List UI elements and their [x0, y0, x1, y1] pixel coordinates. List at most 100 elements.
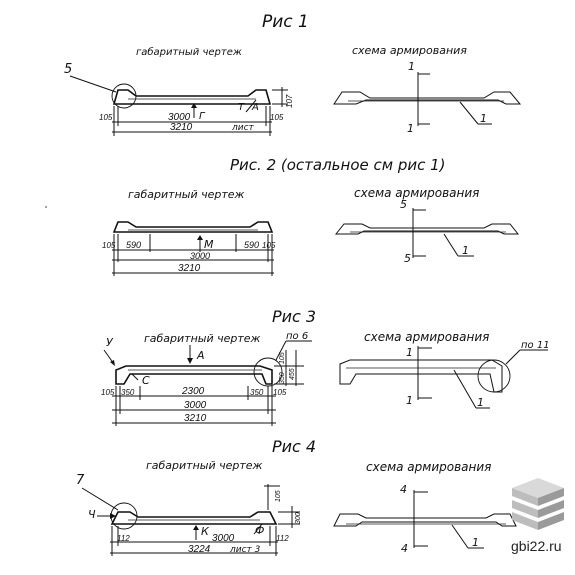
fig1-letter-t: Т — [238, 102, 245, 113]
fig1-rebar-label: 1 — [480, 112, 487, 125]
fig4-view-arrow-ch-head — [110, 513, 116, 519]
fig3-left-caption: габаритный чертеж — [144, 332, 261, 345]
logo-slab-top-right — [538, 488, 564, 506]
fig1-left-caption: габаритный чертеж — [136, 46, 242, 58]
fig4-right-caption: схема армирования — [366, 460, 491, 474]
figure-4: Рис 4 габаритный чертеж схема армировани… — [76, 437, 517, 556]
logo-slab-low-right — [538, 512, 564, 530]
fig4-letter-k: К — [201, 525, 210, 538]
fig1-rebar-leader — [459, 101, 479, 125]
fig3-right-caption: схема армирования — [364, 330, 489, 344]
fig2-rebar-label: 1 — [462, 244, 469, 257]
fig4-section-bottom-label: 4 — [401, 542, 408, 555]
fig2-right-caption: схема армирования — [354, 186, 479, 200]
fig3-dim-inner: 2300 — [181, 386, 205, 397]
logo-slab-low-left — [512, 512, 538, 530]
fig2-dim-total: 3210 — [178, 263, 201, 274]
fig4-dim-h2: 300 — [295, 512, 302, 524]
fig3-view-arrow-a-head — [187, 358, 193, 364]
fig3-dim-side-right: 350 — [250, 388, 264, 397]
fig4-view-arrow-k-head — [193, 525, 199, 530]
fig3-ref-left: по 6 — [286, 331, 308, 342]
fig1-title: Рис 1 — [262, 12, 309, 32]
fig3-ref-left-leader — [275, 340, 287, 361]
figure-1: Рис 1 габаритный чертеж схема армировани… — [64, 12, 522, 136]
watermark-text: gbi22.ru — [511, 538, 562, 554]
fig4-sheet-label: лист 3 — [229, 545, 261, 555]
fig3-dim-side-left: 350 — [121, 388, 135, 397]
fig3-dim-total: 3210 — [184, 413, 207, 424]
fig4-letter-ch: Ч — [88, 508, 96, 521]
figure-3: Рис 3 габаритный чертеж схема армировани… — [101, 307, 550, 426]
fig1-dim-mid: 3000 — [168, 112, 191, 123]
fig2-title: Рис. 2 (остальное см рис 1) — [230, 156, 446, 174]
fig3-ref-right-leader — [505, 349, 521, 365]
fig3-panel-profile — [115, 365, 273, 385]
fig3-letter-c: С — [142, 374, 150, 387]
fig4-title: Рис 4 — [272, 437, 316, 456]
fig4-dim-end-right: 112 — [276, 534, 289, 543]
fig3-ref-right: по 11 — [521, 340, 550, 351]
fig3-dim-mid: 3000 — [184, 400, 207, 411]
fig1-view-arrow-g-head — [191, 103, 197, 108]
fig1-dim-end-right: 105 — [270, 113, 284, 122]
fig4-dim-mid: 3000 — [212, 533, 235, 544]
logo-slab-mid-right — [538, 500, 564, 518]
fig4-section-top-label: 4 — [400, 483, 407, 496]
fig2-view-arrow-m-head — [197, 235, 203, 240]
fig3-rebar-leader — [453, 369, 477, 409]
site-logo — [512, 478, 564, 530]
fig2-rebar-leader — [443, 233, 459, 257]
fig4-letter-f: Ф — [255, 524, 264, 537]
fig4-dim-end-left: 112 — [117, 534, 130, 543]
fig2-dim-end-right: 105 — [262, 241, 276, 250]
fig3-dim-h2: 350 — [279, 372, 286, 384]
fig3-dim-h1: 105 — [279, 352, 286, 364]
fig1-letter-a: А — [251, 102, 259, 113]
fig4-dim-total: 3224 — [188, 544, 211, 555]
fig1-dim-height: 107 — [285, 94, 294, 108]
fig4-dim-h1: 105 — [275, 490, 282, 502]
fig3-rebar-label: 1 — [477, 396, 484, 409]
fig3-detail-circle — [253, 357, 283, 387]
fig4-panel-profile — [110, 511, 278, 525]
fig2-section-top-label: 5 — [400, 198, 407, 211]
fig3-dim-h3: 455 — [289, 368, 296, 380]
fig2-panel-profile — [112, 221, 274, 233]
fig1-pointer-a — [245, 99, 257, 113]
fig1-dim-total: 3210 — [170, 122, 193, 133]
fig4-left-caption: габаритный чертеж — [146, 459, 263, 472]
fig1-right-caption: схема армирования — [352, 44, 467, 57]
fig4-rebar-outline — [333, 513, 517, 527]
fig2-dim-side-right: 590 — [244, 240, 259, 250]
fig3-letter-y: У — [106, 336, 114, 349]
fig1-callout-label: 5 — [64, 62, 72, 77]
fig1-letter-g: Г — [199, 111, 206, 122]
fig2-rebar-outline — [334, 223, 520, 235]
fig4-rebar-leader — [451, 524, 469, 549]
fig3-section-top-label: 1 — [406, 346, 413, 359]
fig3-rebar-outline — [339, 359, 503, 393]
fig4-callout-label: 7 — [76, 473, 85, 488]
fig2-dim-mid: 3000 — [190, 251, 210, 261]
scan-speck — [45, 206, 47, 208]
fig3-dim-end-right: 105 — [273, 388, 287, 397]
fig4-rebar-label: 1 — [472, 536, 479, 549]
fig1-dim-end-left: 105 — [99, 113, 113, 122]
fig4-pointer-f — [253, 523, 263, 535]
fig3-pointer-c — [131, 373, 139, 381]
fig2-left-caption: габаритный чертеж — [128, 188, 245, 201]
fig2-letter-m: М — [204, 238, 214, 251]
fig1-panel-profile — [112, 89, 272, 105]
fig3-rebar-detail-circle — [477, 359, 511, 393]
fig2-section-bottom-label: 5 — [404, 252, 411, 265]
fig1-section-bottom-label: 1 — [407, 122, 414, 135]
fig4-callout-leader — [81, 487, 119, 511]
fig1-section-top-label: 1 — [408, 60, 415, 73]
fig2-dim-end-left: 105 — [102, 241, 116, 250]
fig1-rebar-outline — [333, 91, 522, 105]
logo-slab-top-left — [512, 488, 538, 506]
fig3-section-bottom-label: 1 — [406, 394, 413, 407]
logo-slab-mid-left — [512, 500, 538, 518]
